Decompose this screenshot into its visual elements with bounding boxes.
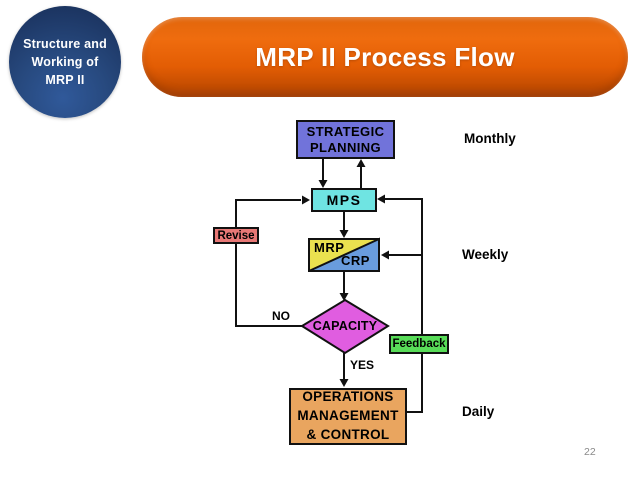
- revise-node: Revise: [213, 227, 259, 244]
- title-banner: MRP II Process Flow: [142, 17, 628, 97]
- arrowhead-down-icon: [339, 230, 349, 238]
- arrowhead-left-icon: [377, 194, 385, 204]
- arrowhead-down-icon: [318, 180, 328, 188]
- weekly-label: Weekly: [462, 247, 509, 262]
- arrowhead-right-icon: [302, 195, 310, 205]
- topic-badge: Structure and Working of MRP II: [9, 6, 121, 118]
- capacity-label: CAPACITY: [312, 319, 378, 333]
- arrowhead-down-icon: [339, 293, 349, 301]
- feedback-node: Feedback: [389, 334, 449, 354]
- daily-label: Daily: [462, 404, 495, 419]
- arrowhead-left-icon: [381, 250, 389, 260]
- topic-badge-label: Structure and Working of MRP II: [23, 36, 107, 88]
- strategic-planning-node: STRATEGIC PLANNING: [296, 120, 395, 159]
- arrowhead-up-icon: [356, 159, 366, 167]
- mrp-label: MRP: [314, 240, 345, 255]
- mps-node: MPS: [311, 188, 377, 212]
- no-branch-label: NO: [272, 309, 290, 323]
- slide-title: MRP II Process Flow: [255, 41, 515, 72]
- page-number: 22: [584, 446, 596, 458]
- monthly-label: Monthly: [464, 131, 516, 146]
- capacity-diamond: [300, 298, 390, 355]
- edge-feedback-loop: [385, 198, 423, 413]
- operations-management-node: OPERATIONS MANAGEMENT & CONTROL: [289, 388, 407, 445]
- edge-no-revise-loop: [235, 199, 303, 327]
- crp-label: CRP: [341, 253, 370, 268]
- crp-triangle: [308, 237, 380, 272]
- arrowhead-down-icon: [339, 379, 349, 387]
- yes-branch-label: YES: [350, 358, 375, 372]
